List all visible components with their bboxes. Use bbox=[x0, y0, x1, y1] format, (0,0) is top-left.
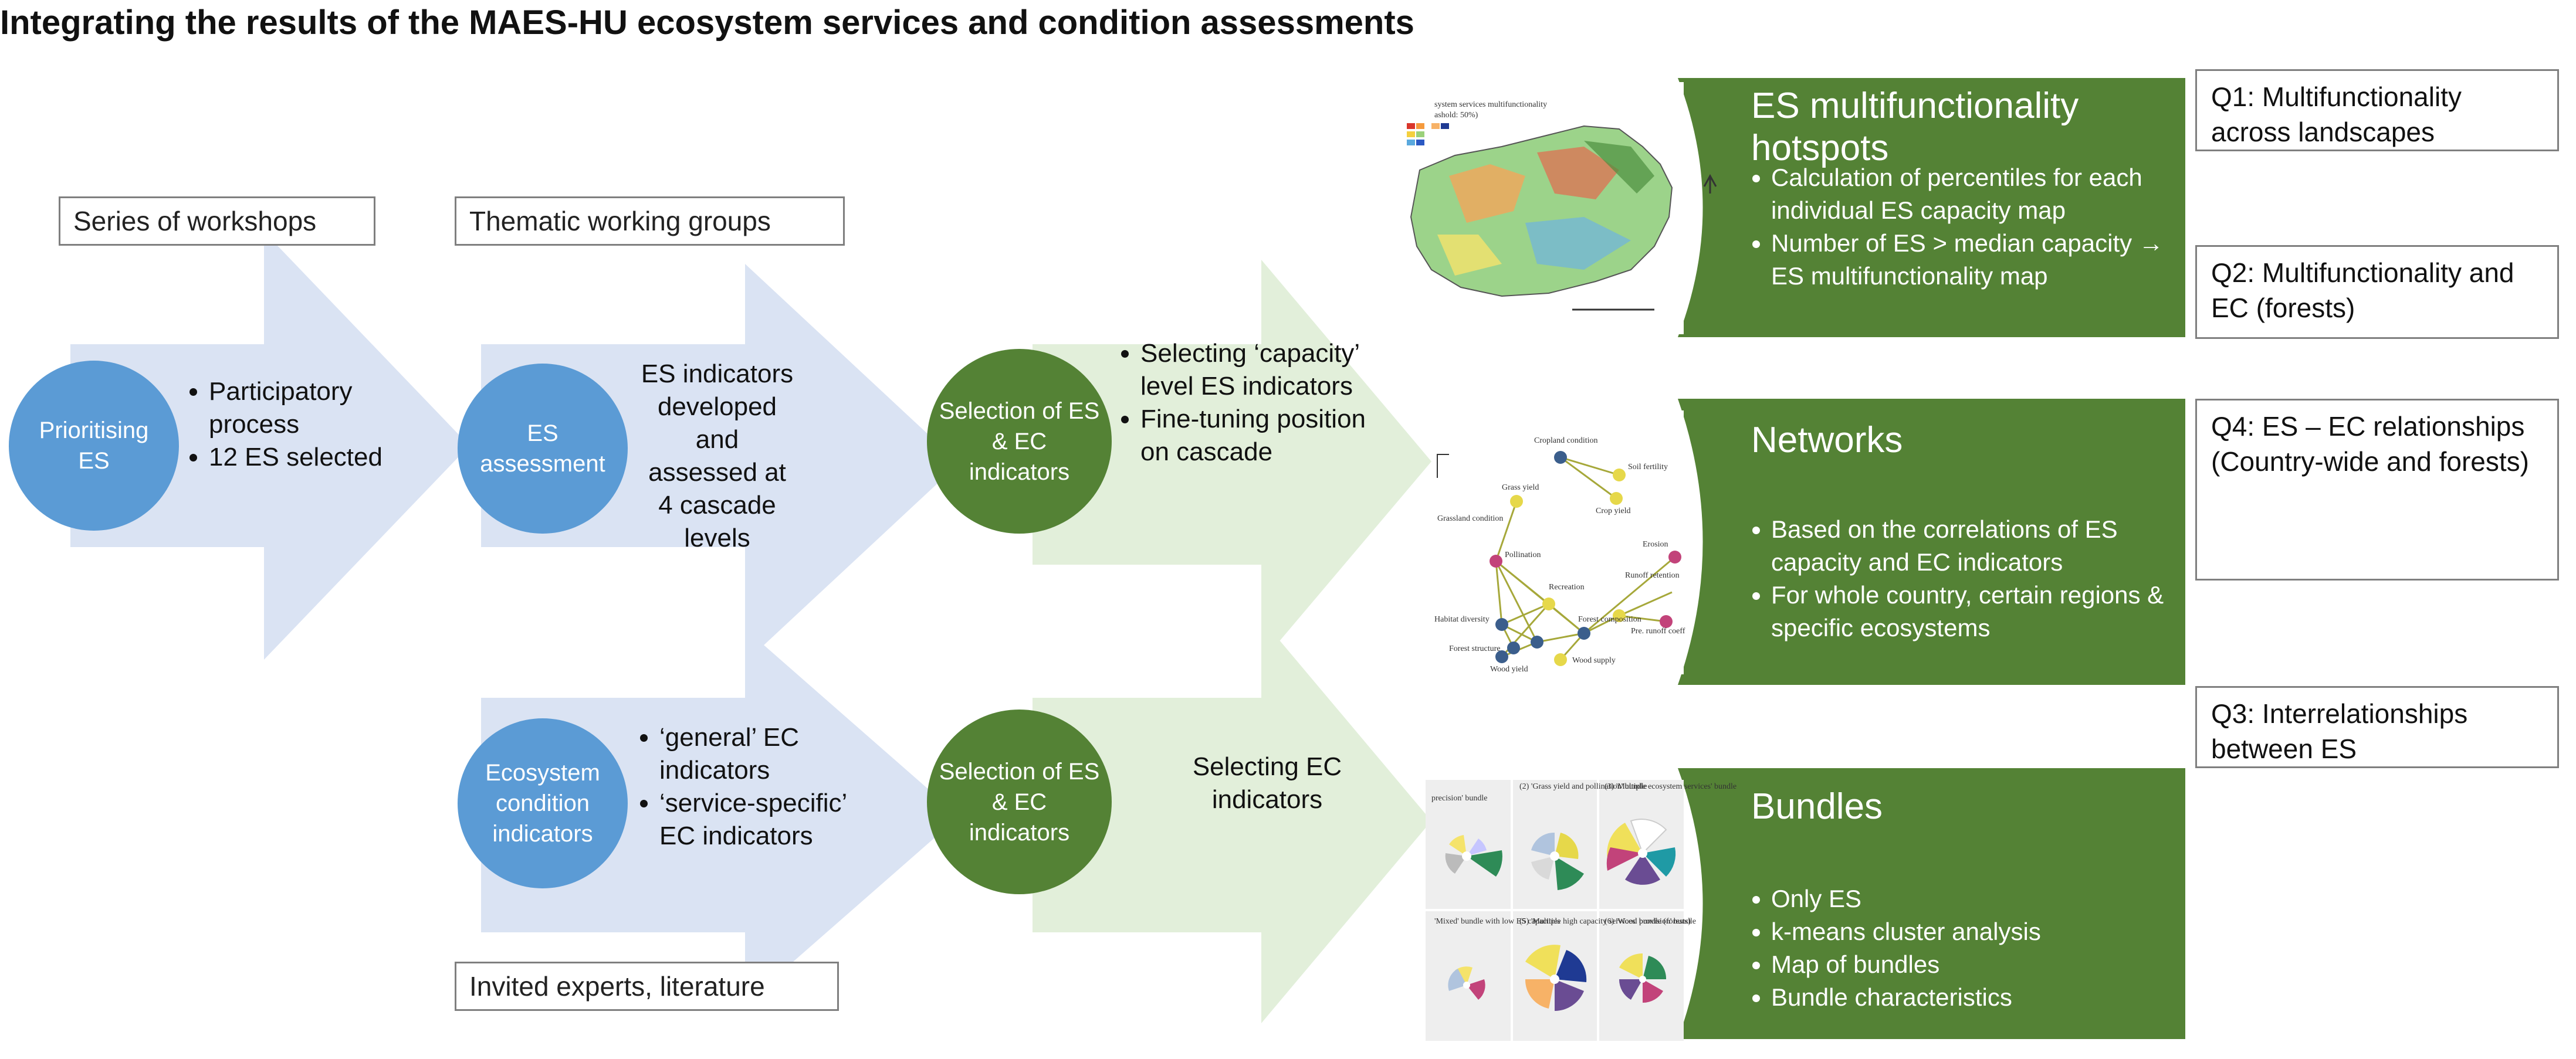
network-node-label: Forest structure bbox=[1449, 644, 1500, 653]
network-node-label: Habitat diversity bbox=[1434, 615, 1490, 624]
circle-ecosystem-condition: Ecosystem condition indicators bbox=[458, 718, 628, 888]
bullet-item: Map of bundles bbox=[1771, 948, 2174, 981]
bundle-label: (2) 'Grass yield and pollination' bundle bbox=[1519, 782, 1647, 791]
bullet-item: Calculation of percentiles for each indi… bbox=[1771, 161, 2174, 227]
network-node-label: Wood supply bbox=[1572, 656, 1616, 665]
panel-hotspots-title: ES multifunctionality hotspots bbox=[1751, 86, 2079, 168]
map-legend-line2: ashold: 50%) bbox=[1434, 111, 1478, 120]
network-node-label: Cropland condition bbox=[1534, 436, 1598, 445]
selection-bottom-text: Selecting EC indicators bbox=[1192, 752, 1342, 814]
network-node-label: Pre. runoff coeff bbox=[1631, 627, 1685, 636]
bullet-item: k-means cluster analysis bbox=[1771, 915, 2174, 948]
panel-bundles-title: Bundles bbox=[1751, 786, 1883, 827]
panel-hotspots-bullets: Calculation of percentiles for each indi… bbox=[1751, 161, 2174, 293]
bullet-item: Only ES bbox=[1771, 882, 2174, 915]
panel-networks-bullets: Based on the correlations of ES capacity… bbox=[1751, 513, 2174, 644]
network-node-label: Grass yield bbox=[1502, 483, 1539, 492]
question-q2: Q2: Multifunctionality and EC (forests) bbox=[2195, 245, 2559, 339]
label-thematic-working-groups: Thematic working groups bbox=[455, 196, 845, 246]
network-node-label: Wood yield bbox=[1490, 665, 1528, 674]
panel-bundles-shape bbox=[1678, 768, 2185, 1039]
label-invited-experts: Invited experts, literature bbox=[455, 962, 839, 1011]
bullet-item: ‘general’ EC indicators bbox=[659, 721, 874, 787]
network-node-label: Runoff retention bbox=[1625, 571, 1680, 580]
question-q3: Q3: Interrelationships between ES bbox=[2195, 686, 2559, 768]
panel-bundles-bullets: Only ES k-means cluster analysis Map of … bbox=[1751, 882, 2174, 1014]
circle-selection-es-ec-bottom: Selection of ES & EC indicators bbox=[927, 710, 1112, 894]
selection-top-bullets: Selecting ‘capacity’ level ES indicators… bbox=[1121, 337, 1390, 469]
arrow-selection-bottom bbox=[1033, 619, 1431, 1023]
map-thumbnail: system services multifunctionality ashol… bbox=[1396, 82, 1717, 334]
arrow-prioritising bbox=[70, 232, 469, 660]
arrow-es-assessment bbox=[481, 264, 959, 663]
bullet-item: Number of ES > median capacity → ES mult… bbox=[1771, 227, 2174, 293]
panel-networks-shape bbox=[1678, 399, 2185, 685]
bundle-label: 'Mixed' bundle with low ES capacities bbox=[1434, 917, 1561, 926]
network-node-label: Recreation bbox=[1549, 583, 1585, 592]
bullet-item: 12 ES selected bbox=[209, 441, 388, 474]
network-node-label: Forest composition bbox=[1578, 615, 1641, 624]
bundle-label: (5) 'Multiple high capacity services' bu… bbox=[1519, 917, 1691, 926]
network-thumbnail: Cropland condition Soil fertility Crop y… bbox=[1431, 410, 1685, 674]
bullet-item: ‘service-specific’ EC indicators bbox=[659, 787, 874, 853]
panel-networks-title: Networks bbox=[1751, 420, 1903, 460]
circle-selection-es-ec-top: Selection of ES & EC indicators bbox=[927, 349, 1112, 534]
bundle-label: (6) 'Wood provision' bundle bbox=[1605, 917, 1696, 926]
bullet-item: Based on the correlations of ES capacity… bbox=[1771, 513, 2174, 579]
network-node-label: Grassland condition bbox=[1437, 514, 1503, 523]
arrow-selection-top bbox=[1033, 260, 1431, 663]
arrow-ecosystem-condition bbox=[481, 629, 959, 1004]
network-node-label: Erosion bbox=[1643, 540, 1668, 549]
bundles-thumbnail: precision' bundle (2) 'Grass yield and p… bbox=[1426, 780, 1736, 1041]
es-assessment-text: ES indicators developed and assessed at … bbox=[641, 359, 794, 552]
prioritising-bullets: Participatory process 12 ES selected bbox=[189, 375, 388, 474]
network-node-label: Soil fertility bbox=[1628, 463, 1668, 471]
bullet-item: Bundle characteristics bbox=[1771, 981, 2174, 1014]
bullet-item: Fine-tuning position on cascade bbox=[1140, 403, 1390, 469]
map-legend-line1: system services multifunctionality bbox=[1434, 100, 1547, 109]
label-series-of-workshops: Series of workshops bbox=[59, 196, 375, 246]
bundle-label: precision' bundle bbox=[1431, 794, 1487, 803]
circle-es-assessment: ES assessment bbox=[458, 364, 628, 534]
panel-hotspots-shape bbox=[1678, 78, 2185, 337]
network-node-label: Crop yield bbox=[1596, 507, 1631, 515]
bullet-item: Selecting ‘capacity’ level ES indicators bbox=[1140, 337, 1390, 403]
question-q4: Q4: ES – EC relationships (Country-wide … bbox=[2195, 399, 2559, 581]
diagram-title: Integrating the results of the MAES-HU e… bbox=[0, 4, 1414, 42]
network-node-label: Pollination bbox=[1505, 551, 1541, 559]
ecosystem-condition-bullets: ‘general’ EC indicators ‘service-specifi… bbox=[639, 721, 874, 853]
bullet-item: Participatory process bbox=[209, 375, 388, 441]
question-q1: Q1: Multifunctionality across landscapes bbox=[2195, 69, 2559, 151]
circle-prioritising-es: Prioritising ES bbox=[9, 361, 179, 531]
bullet-item: For whole country, certain regions & spe… bbox=[1771, 579, 2174, 644]
bundle-label: (3) 'Multiple ecosystem services' bundle bbox=[1605, 782, 1736, 791]
